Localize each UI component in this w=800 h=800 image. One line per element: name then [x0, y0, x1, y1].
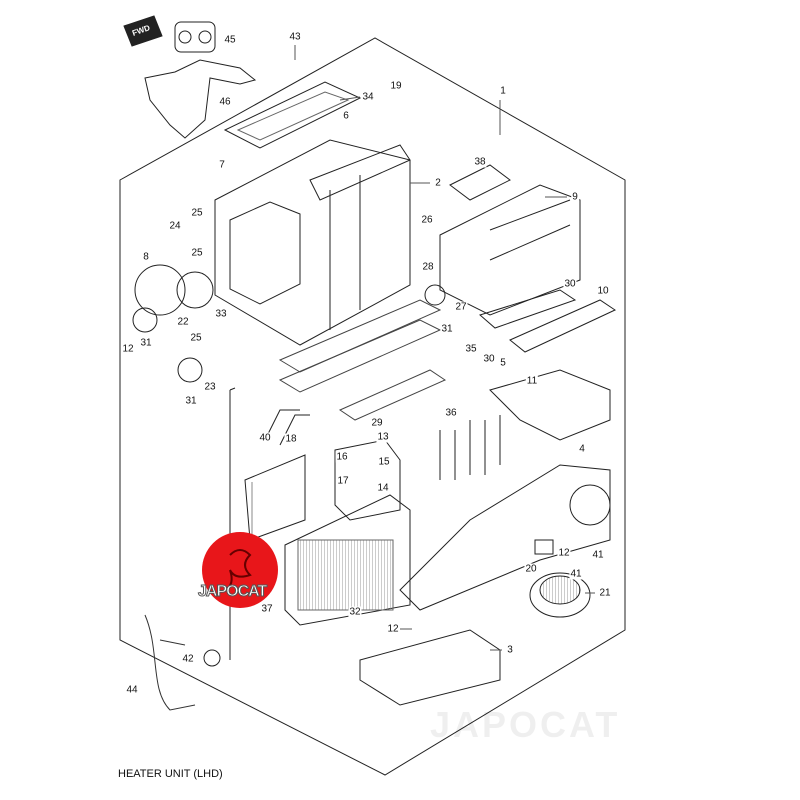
blower-fan-part — [529, 572, 591, 618]
part-callout: 12 — [557, 547, 571, 559]
part-callout: 31 — [139, 337, 153, 349]
part-callout: 44 — [125, 684, 139, 696]
water-valve-part — [174, 21, 216, 53]
part-callout: 40 — [258, 432, 272, 444]
heater-core-part — [244, 454, 306, 541]
heater-case-part — [214, 139, 411, 346]
part-callout: 45 — [223, 34, 237, 46]
part-callout: 41 — [569, 568, 583, 580]
part-callout: 16 — [335, 451, 349, 463]
filter-part — [509, 299, 617, 353]
wire-harness-part — [144, 614, 196, 711]
logo-text: JAPOCAT — [197, 583, 267, 601]
part-callout: 14 — [376, 482, 390, 494]
part-callout: 13 — [376, 431, 390, 443]
part-callout: 24 — [168, 220, 182, 232]
damper-doors-part — [278, 299, 447, 421]
part-callout: 8 — [142, 251, 150, 263]
resistor-part — [534, 539, 554, 555]
part-callout: 11 — [525, 375, 539, 387]
part-callout: 41 — [591, 549, 605, 561]
part-callout: 36 — [444, 407, 458, 419]
actuator-motor-part — [134, 264, 186, 316]
diagram-title: HEATER UNIT (LHD) — [118, 768, 223, 780]
part-callout: 6 — [342, 110, 350, 122]
part-callout: 25 — [190, 247, 204, 259]
filter-frame-part — [223, 81, 362, 149]
part-callout: 1 — [499, 85, 507, 97]
assembly-outline — [119, 37, 626, 776]
fwd-arrow-icon — [123, 15, 163, 47]
part-callout: 32 — [348, 606, 362, 618]
part-callout: 42 — [181, 653, 195, 665]
part-callout: 12 — [121, 343, 135, 355]
part-callout: 19 — [389, 80, 403, 92]
part-callout: 9 — [571, 191, 579, 203]
part-callout: 22 — [176, 316, 190, 328]
watermark: JAPOCAT — [430, 704, 621, 745]
part-callout: 27 — [454, 301, 468, 313]
part-callout: 21 — [598, 587, 612, 599]
pipe-part — [439, 415, 501, 480]
part-callout: 15 — [377, 456, 391, 468]
part-callout: 34 — [361, 91, 375, 103]
grommet-part — [203, 649, 221, 667]
part-callout: 5 — [499, 357, 507, 369]
part-callout: 20 — [524, 563, 538, 575]
part-callout: 37 — [260, 603, 274, 615]
part-callout: 2 — [434, 177, 442, 189]
lower-case-part — [359, 629, 501, 706]
part-callout: 46 — [218, 96, 232, 108]
part-callout: 31 — [184, 395, 198, 407]
part-callout: 35 — [464, 343, 478, 355]
part-callout: 25 — [190, 207, 204, 219]
part-callout: 30 — [482, 353, 496, 365]
part-callout: 17 — [336, 475, 350, 487]
part-callout: 4 — [578, 443, 586, 455]
part-callout: 23 — [203, 381, 217, 393]
part-callout: 43 — [288, 31, 302, 43]
part-callout: 10 — [596, 285, 610, 297]
bracket-part — [144, 59, 257, 139]
evaporator-part — [284, 494, 411, 626]
blower-case-part — [439, 164, 581, 316]
part-callout: 33 — [214, 308, 228, 320]
part-callout: 25 — [189, 332, 203, 344]
part-callout: 18 — [284, 433, 298, 445]
part-callout: 7 — [218, 159, 226, 171]
part-callout: 12 — [386, 623, 400, 635]
japocat-logo — [202, 532, 278, 608]
part-callout: 30 — [563, 278, 577, 290]
part-callout: 31 — [440, 323, 454, 335]
part-callout: 3 — [506, 644, 514, 656]
duct-part — [489, 369, 611, 441]
part-callout: 26 — [420, 214, 434, 226]
part-callout: 38 — [473, 156, 487, 168]
part-callout: 28 — [421, 261, 435, 273]
part-callout: 29 — [370, 417, 384, 429]
